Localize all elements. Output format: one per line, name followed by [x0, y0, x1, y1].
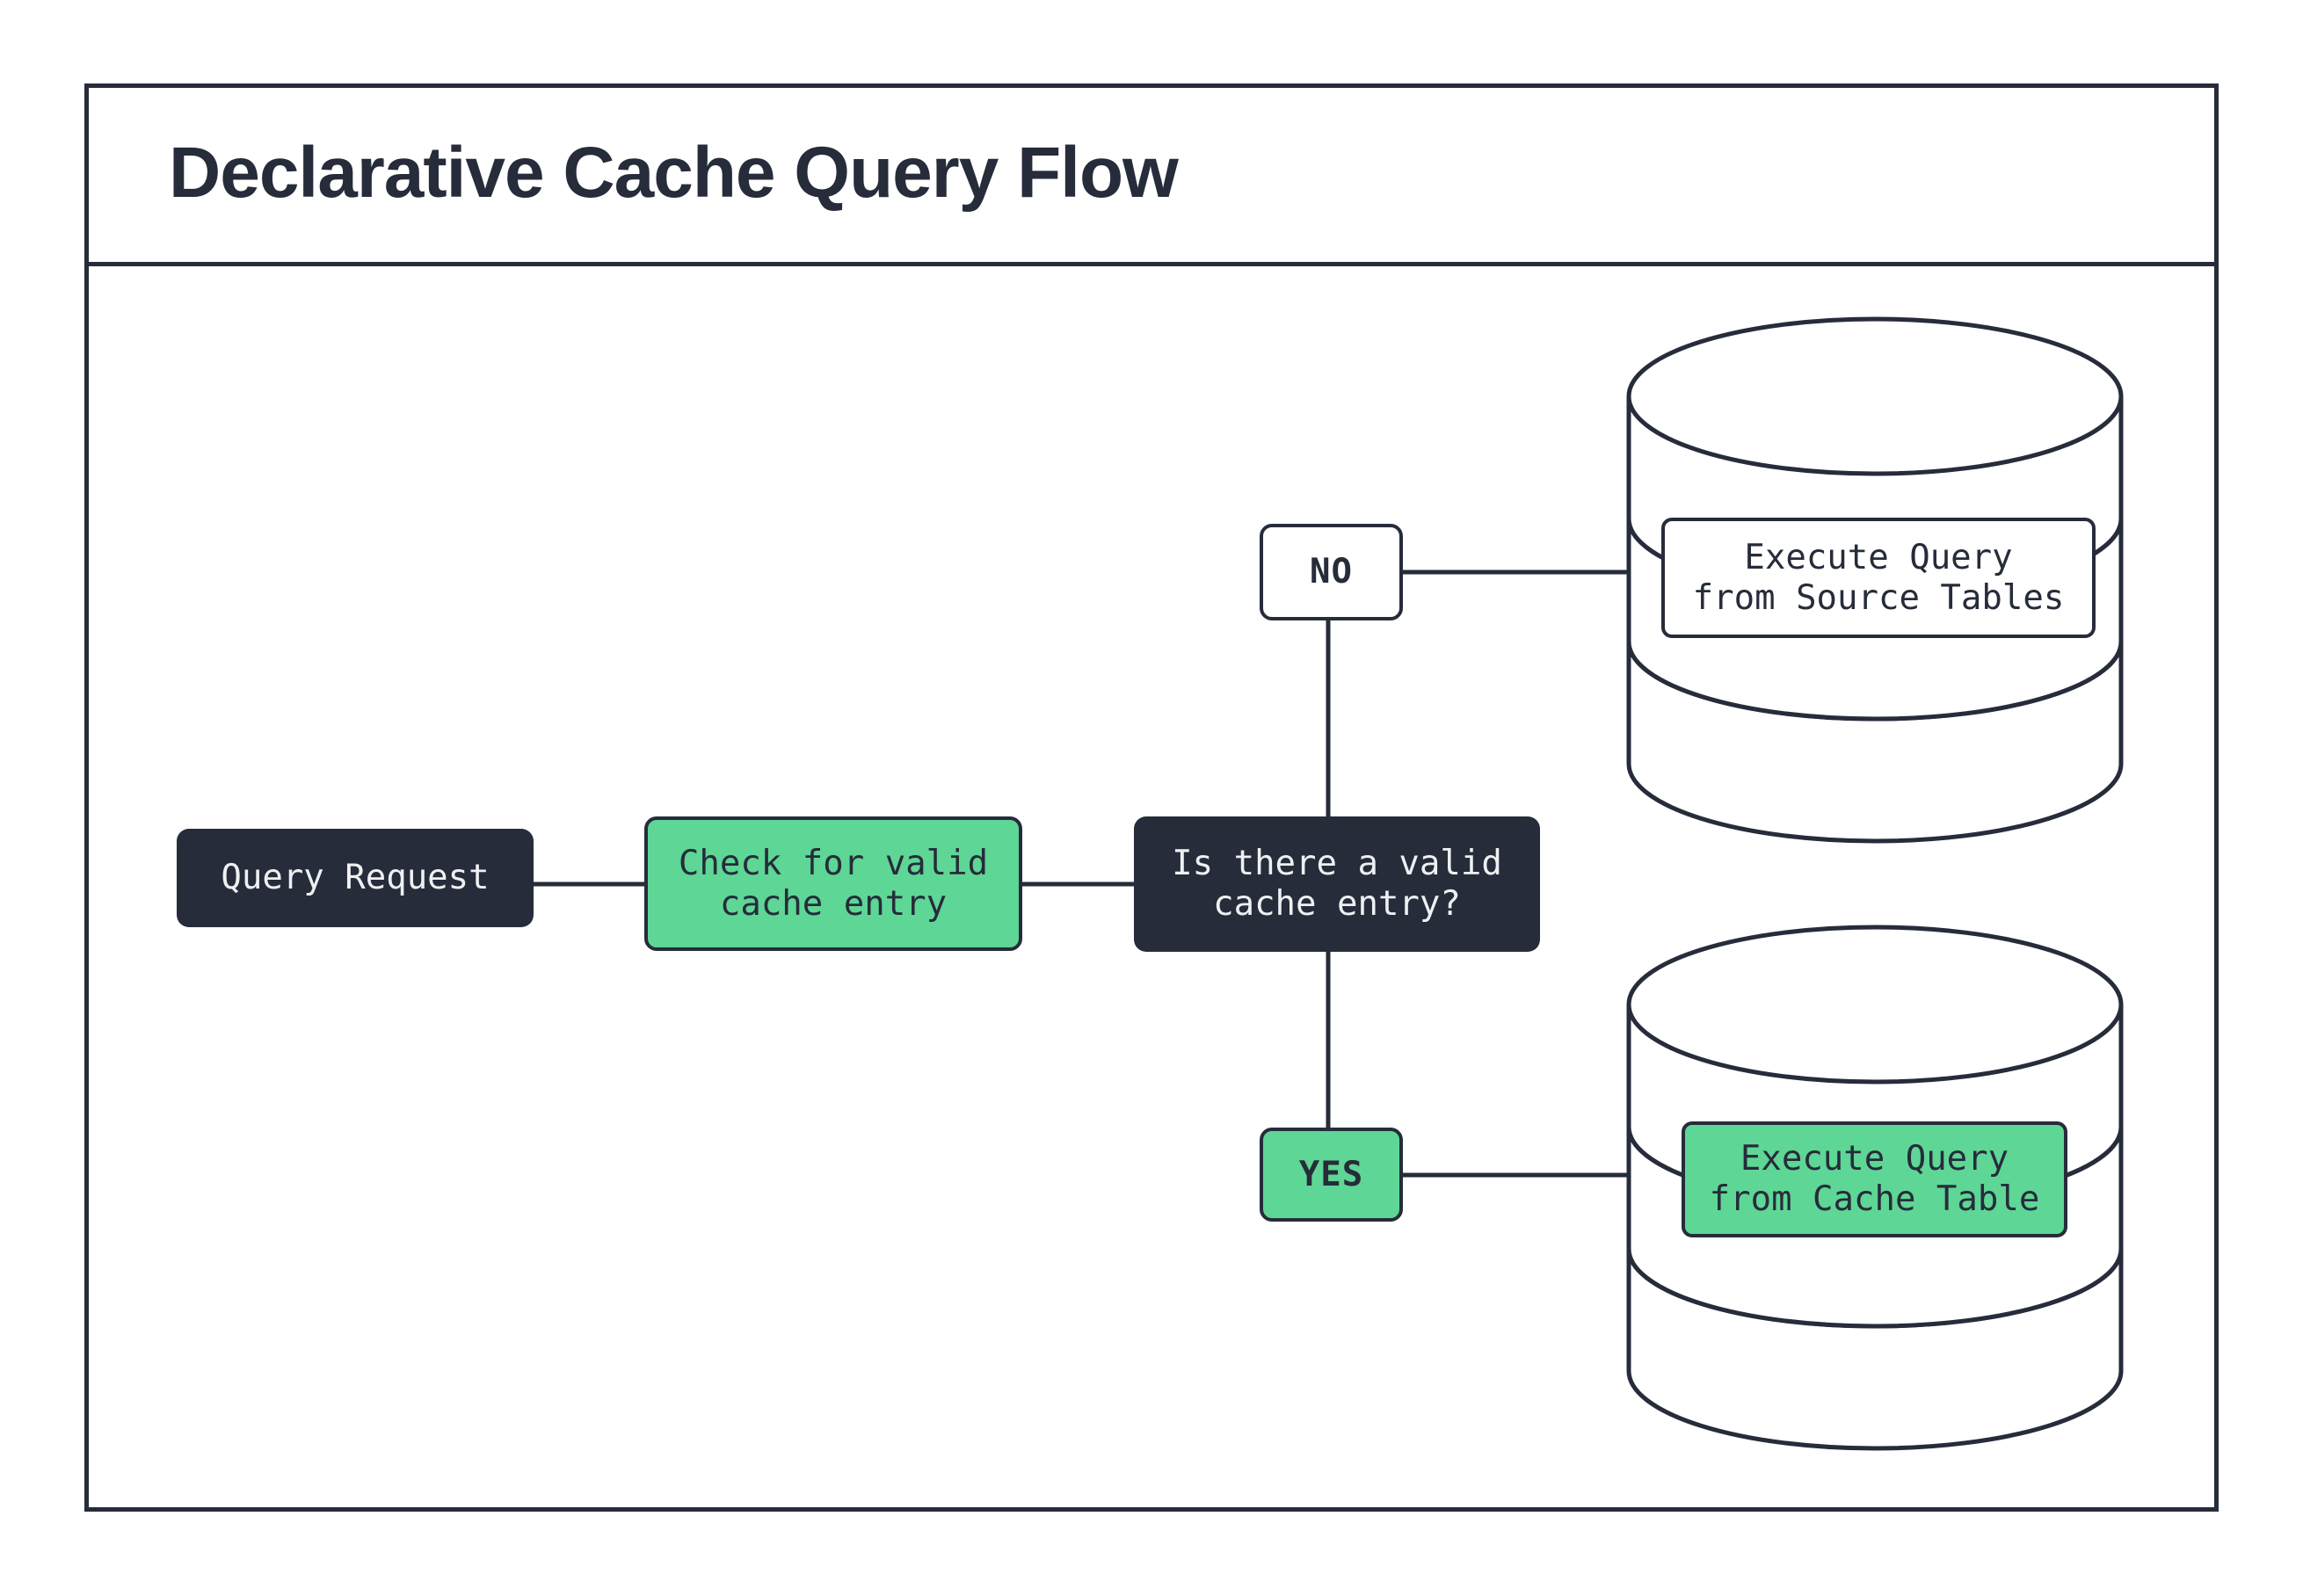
node-check-cache: Check for valid cache entry [644, 816, 1022, 951]
diagram-header: Declarative Cache Query Flow [84, 83, 2219, 266]
node-query-request-label: Query Request [221, 858, 490, 897]
node-decision-line1: Is there a valid [1172, 844, 1502, 883]
node-branch-yes: YES [1260, 1128, 1403, 1222]
node-execute-cache-line2: from Cache Table [1709, 1179, 2040, 1219]
node-execute-source-tables: Execute Query from Source Tables [1661, 518, 2096, 638]
page-title: Declarative Cache Query Flow [169, 132, 1179, 213]
node-branch-yes-label: YES [1298, 1154, 1364, 1194]
node-execute-cache-line1: Execute Query [1740, 1139, 2009, 1179]
node-branch-no: NO [1260, 524, 1403, 620]
node-check-cache-line2: cache entry [719, 883, 948, 924]
node-check-cache-line1: Check for valid [678, 843, 989, 883]
node-execute-source-line2: from Source Tables [1692, 577, 2065, 618]
node-decision-valid-cache: Is there a valid cache entry? [1134, 816, 1540, 952]
diagram-frame [84, 83, 2219, 1512]
node-query-request: Query Request [177, 829, 534, 927]
node-execute-cache-table: Execute Query from Cache Table [1682, 1121, 2067, 1237]
node-decision-line2: cache entry? [1213, 884, 1461, 924]
node-execute-source-line1: Execute Query [1744, 537, 2013, 577]
node-branch-no-label: NO [1310, 552, 1353, 591]
